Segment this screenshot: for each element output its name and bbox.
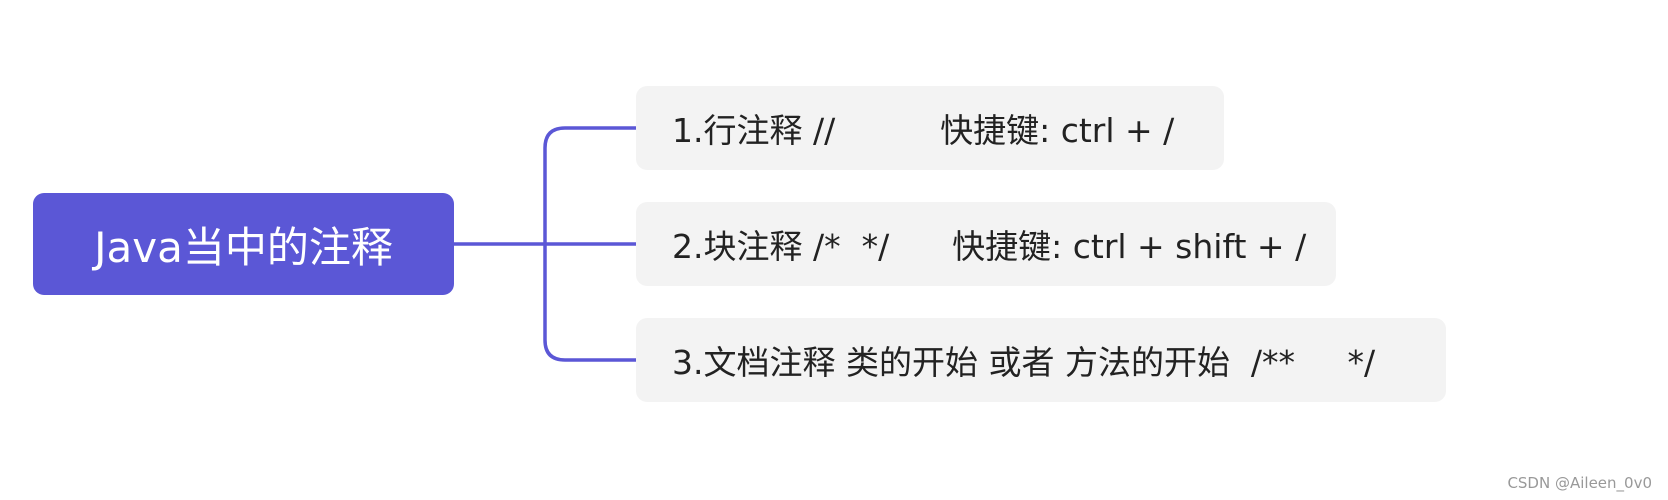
watermark: CSDN @Aileen_0v0 bbox=[1507, 474, 1652, 492]
branch-node-block-comment[interactable]: 2.块注释 /* */ 快捷键: ctrl + shift + / bbox=[636, 202, 1336, 286]
connector-branch-1 bbox=[543, 126, 636, 362]
branch-node-label: 2.块注释 /* */ 快捷键: ctrl + shift + / bbox=[672, 227, 1307, 266]
root-node-label: Java当中的注释 bbox=[94, 222, 393, 272]
root-node[interactable]: Java当中的注释 bbox=[33, 193, 454, 295]
branch-node-label: 3.文档注释 类的开始 或者 方法的开始 /** */ bbox=[672, 343, 1376, 382]
branch-node-label: 1.行注释 // 快捷键: ctrl + / bbox=[672, 111, 1175, 150]
branch-node-line-comment[interactable]: 1.行注释 // 快捷键: ctrl + / bbox=[636, 86, 1224, 170]
branch-node-doc-comment[interactable]: 3.文档注释 类的开始 或者 方法的开始 /** */ bbox=[636, 318, 1446, 402]
